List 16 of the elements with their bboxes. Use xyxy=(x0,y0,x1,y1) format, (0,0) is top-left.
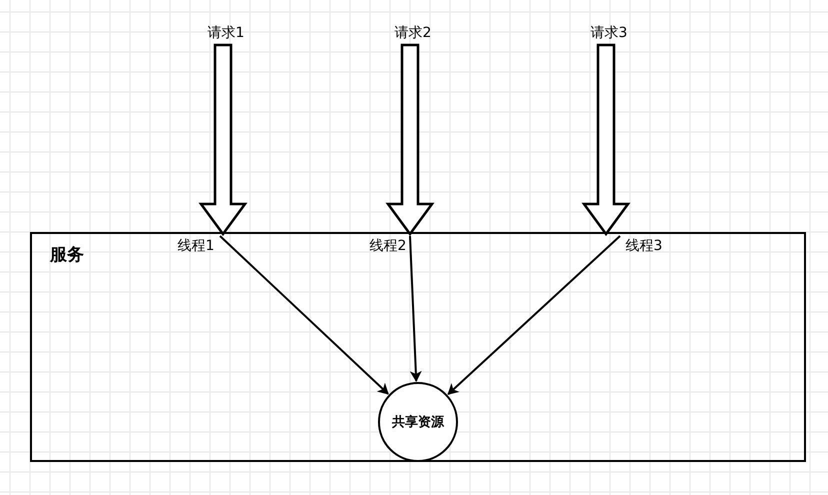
service-box xyxy=(30,232,806,462)
request-label: 请求1 xyxy=(203,23,249,43)
circle-label: 共享资源 xyxy=(392,414,444,431)
request-label: 请求3 xyxy=(586,23,632,43)
request-label: 请求2 xyxy=(390,23,436,43)
thread-label: 线程1 xyxy=(172,236,220,256)
arrow xyxy=(409,236,422,382)
arrow xyxy=(447,235,621,395)
block-arrow xyxy=(582,44,630,236)
arrow xyxy=(219,235,389,395)
resource-circle xyxy=(378,382,458,462)
box-title: 服务 xyxy=(50,246,84,264)
block-arrow xyxy=(198,44,248,236)
thread-label: 线程2 xyxy=(364,236,412,256)
block-arrow xyxy=(386,44,434,236)
thread-label: 线程3 xyxy=(620,236,668,256)
